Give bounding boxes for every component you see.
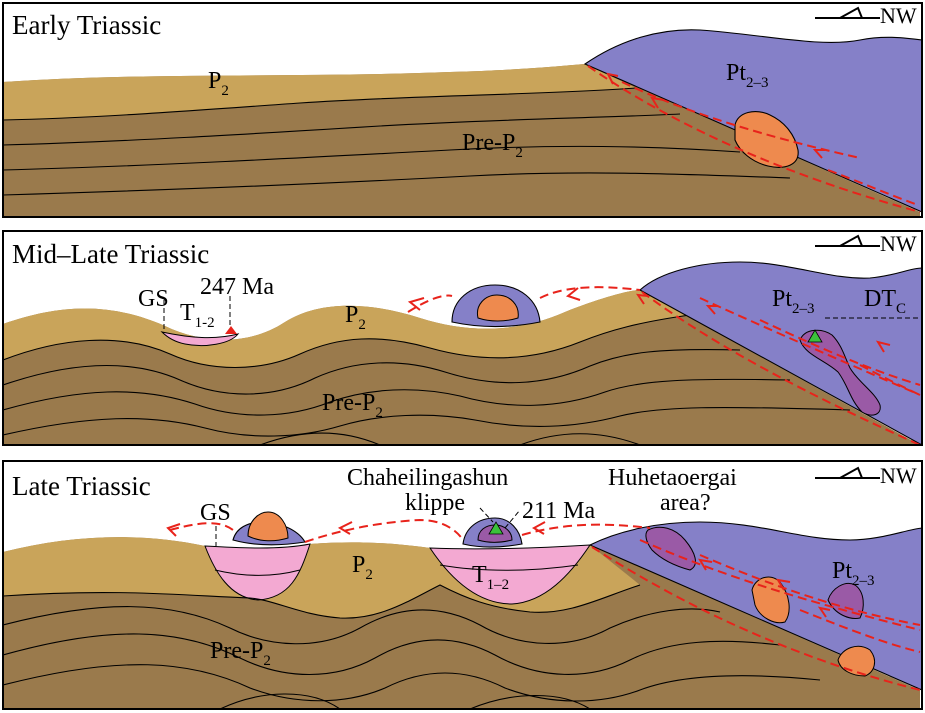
pt-label: Pt [726, 60, 746, 86]
svg-text:Pre-P2: Pre-P2 [462, 130, 523, 161]
gs-label: GS [138, 286, 169, 312]
age-label: 211 Ma [522, 498, 595, 524]
panel-late-triassic: Late Triassic GS Chaheilingashun klippe … [2, 460, 923, 710]
north-label: NW [880, 231, 917, 256]
svg-text:DTC: DTC [864, 286, 906, 317]
granite-body [476, 294, 519, 322]
pre-p2-label: Pre-P [322, 390, 375, 416]
north-arrow-icon: NW [815, 463, 917, 488]
svg-text:P2: P2 [345, 302, 366, 333]
p2-unit [3, 290, 690, 368]
panel-title: Mid–Late Triassic [12, 239, 209, 269]
p2-subscript: 2 [365, 567, 373, 583]
granite-body [751, 576, 790, 624]
sample-marker-icon [488, 521, 504, 535]
intrusion-body [827, 583, 864, 619]
klippe-name-label: Chaheilingashun [347, 465, 508, 491]
svg-text:Pre-P2: Pre-P2 [210, 638, 271, 669]
pt-label: Pt [772, 286, 792, 312]
pt-label: Pt [832, 558, 852, 584]
sample-marker-icon [807, 329, 823, 343]
pre-p2-label: Pre-P [462, 130, 515, 156]
svg-text:Pre-P2: Pre-P2 [322, 390, 383, 421]
triassic-basin [429, 544, 591, 605]
svg-text:Pt2–3: Pt2–3 [772, 286, 815, 317]
pre-p2-subscript: 2 [375, 405, 383, 421]
t12-label: T [472, 562, 487, 588]
north-label: NW [880, 3, 917, 28]
pre-p2-subscript: 2 [263, 653, 271, 669]
triassic-basin [204, 543, 311, 601]
triassic-basin [160, 331, 240, 347]
pt-subscript: 2–3 [792, 301, 815, 317]
p2-subscript: 2 [221, 83, 229, 99]
sample-marker-icon [225, 326, 237, 334]
granite-body [247, 511, 289, 542]
panel-early-triassic: Early Triassic P2 Pre-P2 Pt2–3 NW [2, 2, 923, 218]
panel-title: Early Triassic [12, 10, 161, 40]
panel-title: Late Triassic [12, 471, 151, 501]
svg-text:T1–2: T1–2 [472, 562, 509, 593]
dtc-subscript: C [896, 301, 906, 317]
p2-label: P [345, 302, 358, 328]
pt-subscript: 2–3 [746, 75, 769, 91]
north-arrow-icon: NW [815, 3, 917, 28]
svg-text:T1-2: T1-2 [180, 300, 215, 331]
p2-unit [3, 64, 636, 120]
t12-label: T [180, 300, 195, 326]
pre-p2-label: Pre-P [210, 638, 263, 664]
pt-subscript: 2–3 [852, 573, 875, 589]
north-arrow-icon: NW [815, 231, 917, 256]
p2-label: P [208, 68, 221, 94]
pre-p2-subscript: 2 [515, 145, 523, 161]
gs-label: GS [200, 500, 231, 526]
panel-mid-late-triassic: Mid–Late Triassic GS T1-2 247 Ma P2 Pre-… [2, 230, 923, 446]
svg-text:P2: P2 [352, 552, 373, 583]
area-name-label: Huhetaoergai [608, 465, 737, 491]
area-label: area? [660, 490, 711, 516]
pre-p2-unit [3, 290, 920, 445]
svg-text:P2: P2 [208, 68, 229, 99]
t12-subscript: 1-2 [195, 315, 215, 331]
age-label: 247 Ma [200, 274, 274, 300]
svg-text:Pt2–3: Pt2–3 [832, 558, 875, 589]
klippe-label: klippe [405, 490, 465, 516]
north-label: NW [880, 463, 917, 488]
p2-subscript: 2 [358, 317, 366, 333]
t12-subscript: 1–2 [487, 577, 510, 593]
p2-label: P [352, 552, 365, 578]
svg-text:Pt2–3: Pt2–3 [726, 60, 769, 91]
dtc-label: DT [864, 286, 896, 312]
